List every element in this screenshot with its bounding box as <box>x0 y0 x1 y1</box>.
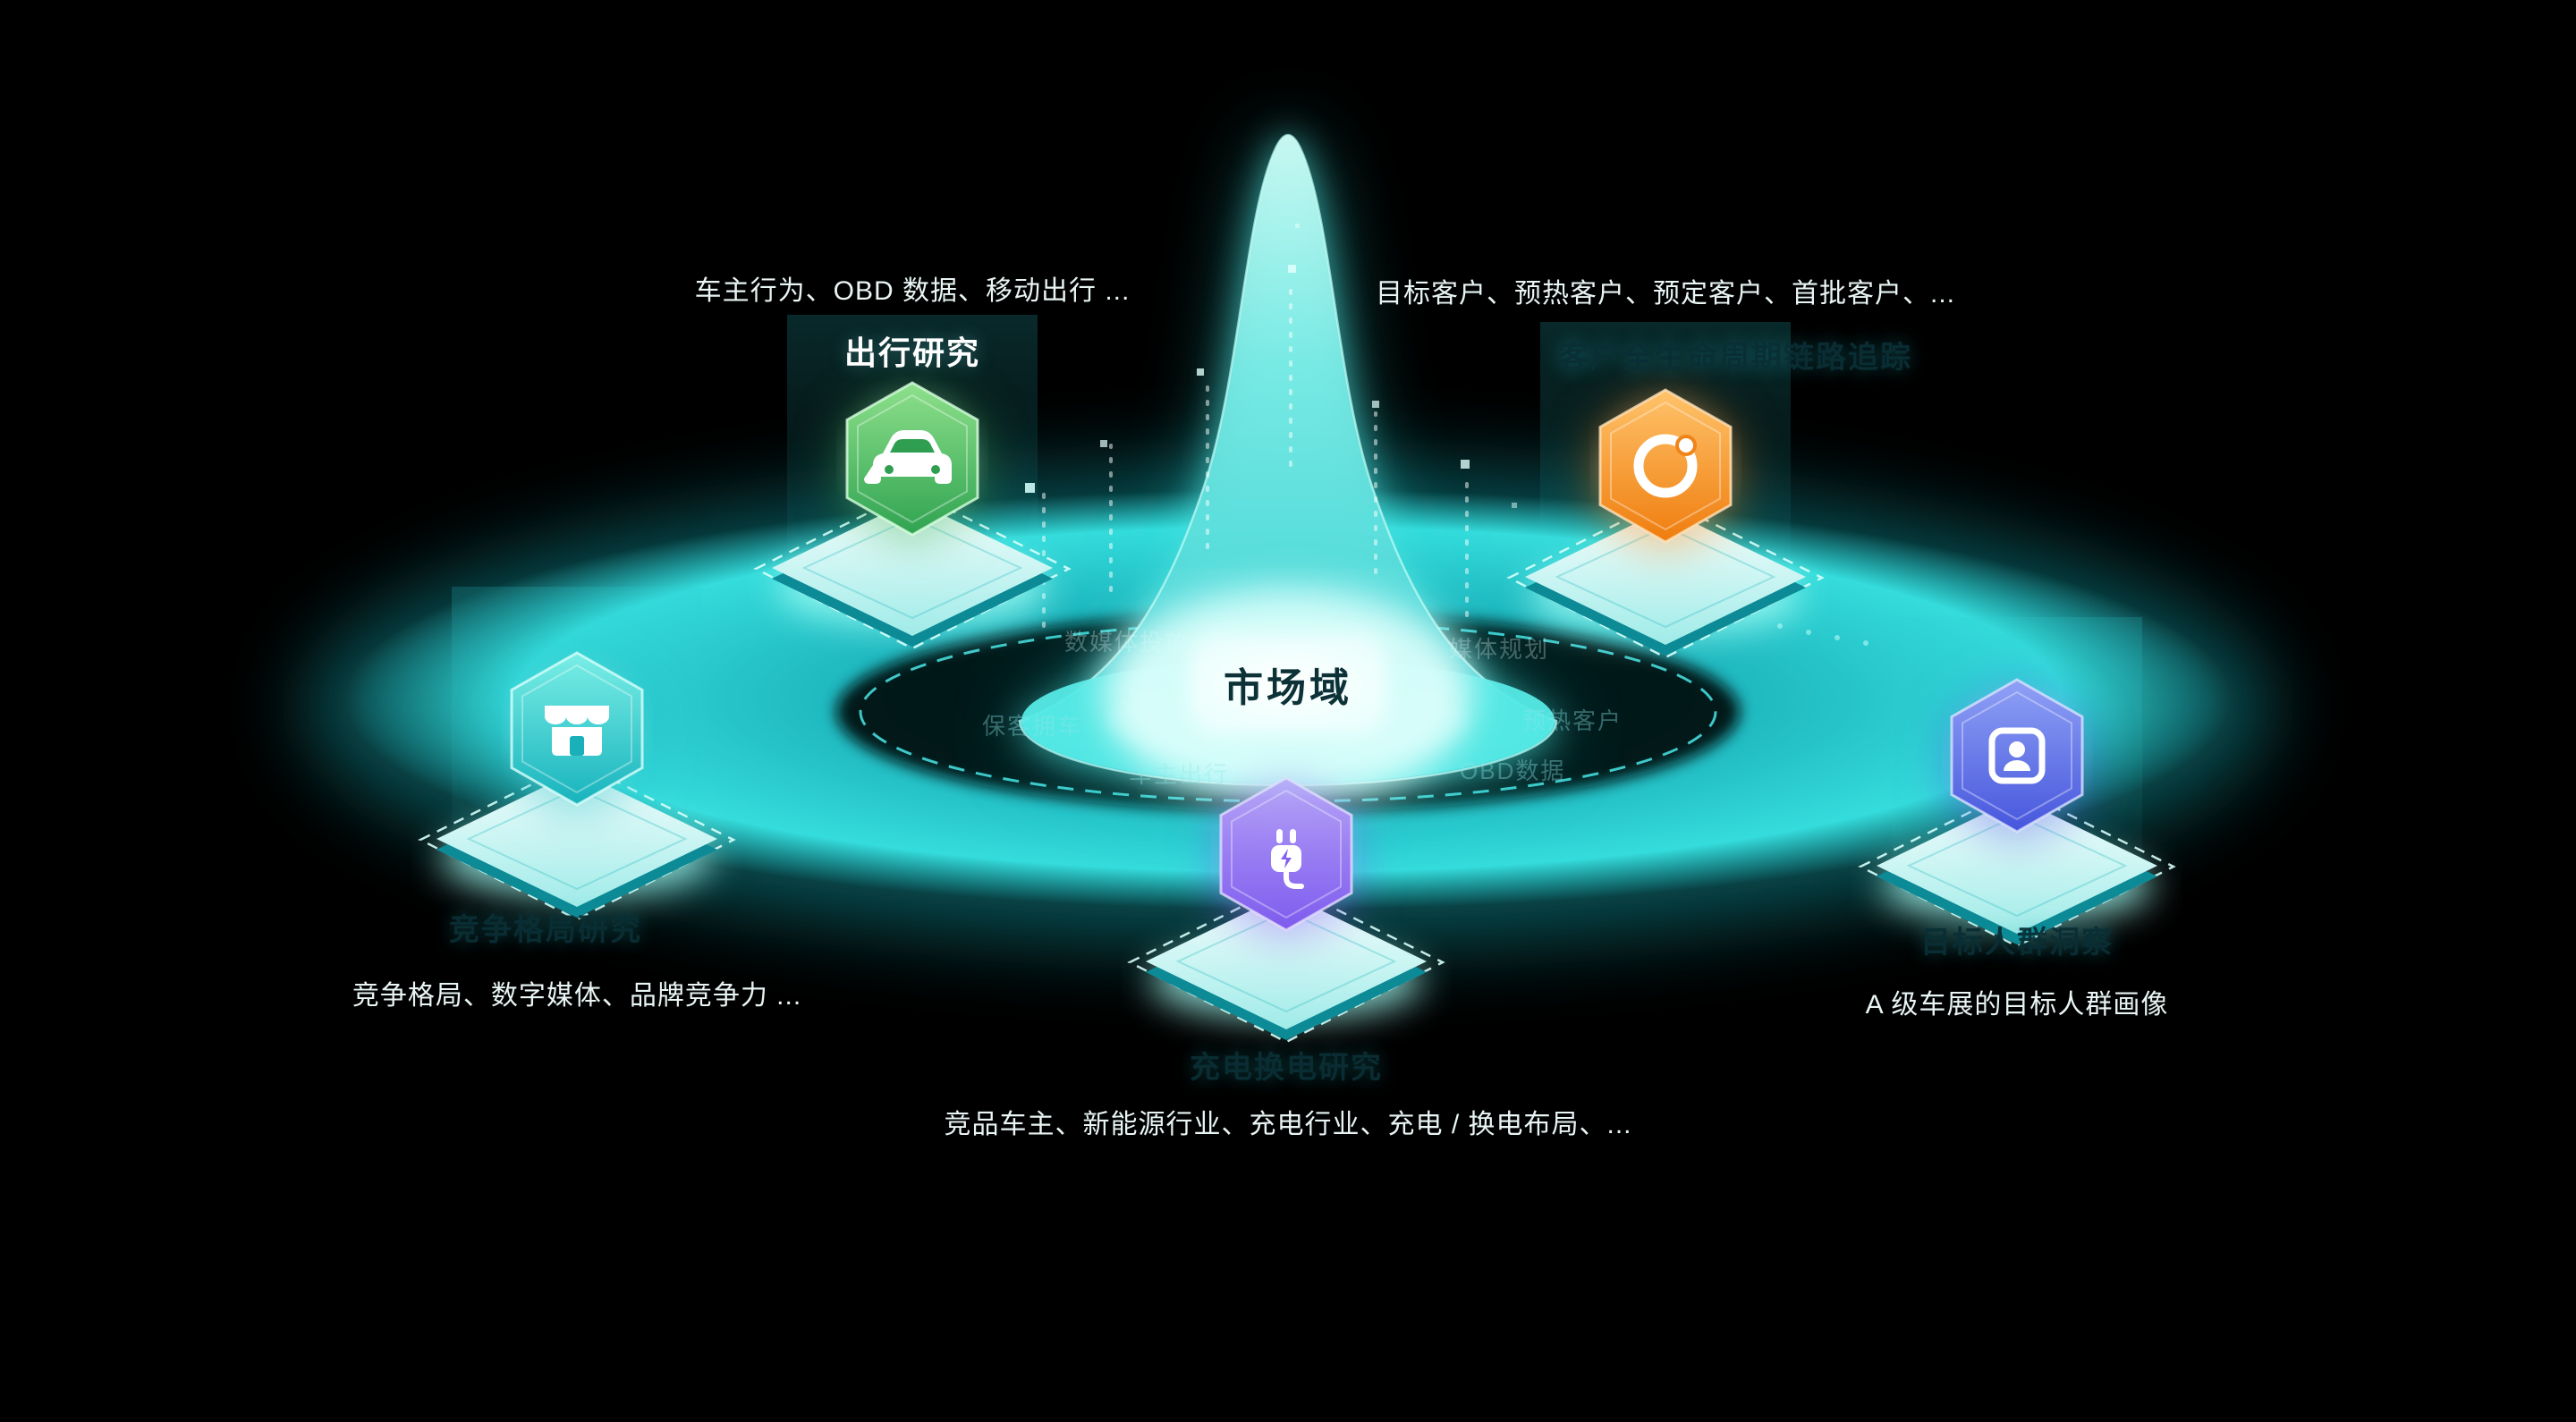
watermark: 预热客户 <box>1522 707 1623 734</box>
node-audience-platform <box>1858 787 2176 948</box>
car-icon <box>845 381 979 537</box>
node-audience-caption: A 级车展的目标人群画像 <box>1865 990 2169 1020</box>
node-audience-title: 目标人群洞察 <box>1920 926 2114 960</box>
watermark: 车主出行 <box>1129 761 1230 788</box>
node-lifecycle-platform <box>1506 498 1825 659</box>
plug-icon <box>1219 776 1353 932</box>
node-charging-platform <box>1127 883 1445 1044</box>
watermark: 数媒体投放 <box>1064 629 1191 656</box>
center-label-text: 市场域 <box>1224 666 1352 710</box>
watermark: 保客拥车 <box>982 713 1083 740</box>
node-mobility-title: 出行研究 <box>843 334 980 371</box>
node-charging-caption: 竞品车主、新能源行业、充电行业、充电 / 换电布局、... <box>944 1110 1632 1139</box>
person-card-icon <box>1950 678 2084 834</box>
watermark: 媒体规划 <box>1449 636 1550 663</box>
node-mobility-caption: 车主行为、OBD 数据、移动出行 ... <box>694 276 1131 306</box>
node-lifecycle-title: 客户全生命周期链路追踪 <box>1558 341 1912 375</box>
node-competition-caption: 竞争格局、数字媒体、品牌竞争力 ... <box>352 981 802 1011</box>
node-mobility-platform <box>753 489 1072 650</box>
center-label: 市场域 <box>1200 646 1376 723</box>
particle-dots <box>1777 623 1868 646</box>
particle-squares <box>1025 224 1517 508</box>
orbit-icon <box>1598 388 1733 544</box>
node-charging-title: 充电换电研究 <box>1190 1051 1383 1085</box>
watermark: OBD数据 <box>1460 758 1566 784</box>
node-lifecycle-caption: 目标客户、预热客户、预定客户、首批客户、... <box>1375 279 1955 309</box>
node-competition-platform <box>418 760 736 921</box>
storefront-icon <box>510 651 644 807</box>
data-streams <box>1042 277 1469 628</box>
node-competition-title: 竞争格局研究 <box>449 913 642 947</box>
